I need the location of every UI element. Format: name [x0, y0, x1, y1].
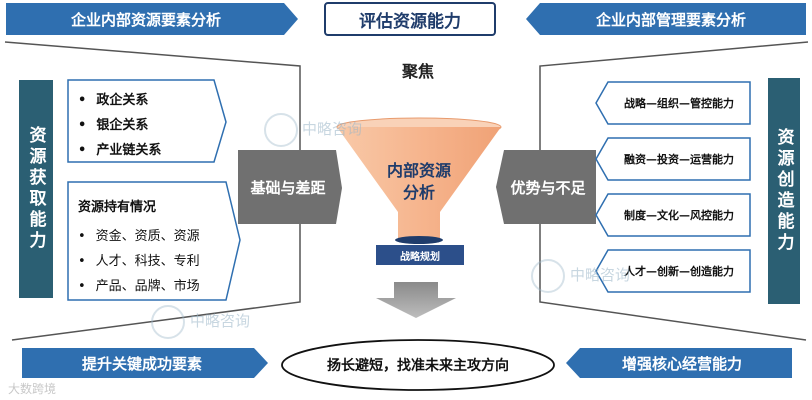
list-item: 银企关系: [78, 113, 218, 138]
header-left-label: 企业内部资源要素分析: [70, 10, 221, 29]
capability-item: 制度—文化—风控能力: [624, 209, 734, 222]
right-vertical-bar: [768, 78, 800, 304]
watermark-logo-icon: [531, 259, 565, 293]
funnel-label: 内部资源 分析: [369, 160, 469, 204]
funnel-label-line-2: 分析: [402, 183, 435, 202]
holding-title: 资源持有情况: [78, 200, 157, 215]
funnel-base: [395, 236, 443, 244]
list-item: 资金、资质、资源: [78, 224, 228, 249]
header-center-title: 评估资源能力: [324, 2, 496, 36]
funnel-label-line-1: 内部资源: [386, 161, 451, 180]
left-vertical-bar: [19, 80, 53, 298]
strategy-box: 战略规划: [376, 245, 464, 265]
header-right-banner: [526, 3, 806, 35]
right-gray-arrow: [496, 150, 596, 224]
list-item: 人才、科技、专利: [78, 249, 228, 274]
watermark-text: 中略咨询: [570, 266, 631, 284]
bottom-right-banner: [566, 348, 792, 378]
left-arrow-label: 基础与差距: [250, 178, 326, 197]
right-vertical-label: 资源创造能力: [773, 128, 794, 254]
funnel-body: [337, 127, 501, 238]
corner-watermark: 大数跨境: [8, 382, 57, 396]
bottom-left-label: 提升关键成功要素: [81, 354, 202, 373]
list-item: 产业链关系: [78, 138, 218, 163]
watermark-logo-icon: [151, 305, 185, 339]
relations-list: 政企关系 银企关系 产业链关系: [78, 88, 218, 163]
down-gray-arrow: [376, 282, 456, 318]
bottom-right-label: 增强核心经营能力: [621, 354, 742, 373]
header-right-label: 企业内部管理要素分析: [595, 10, 746, 29]
capability-box-4: [595, 249, 751, 293]
watermark-logo-icon: [264, 113, 298, 147]
capability-item: 融资—投资—运营能力: [624, 153, 734, 166]
bottom-left-banner: [22, 348, 268, 378]
capability-item: 战略—组织—管控能力: [624, 97, 734, 110]
capability-item: 人才—创新—创造能力: [624, 265, 734, 278]
capability-box-1: [595, 81, 751, 125]
capability-box-3: [595, 193, 751, 237]
list-item: 产品、品牌、市场: [78, 274, 228, 299]
holding-list: 资金、资质、资源 人才、科技、专利 产品、品牌、市场: [78, 224, 228, 299]
watermark-text: 中略咨询: [190, 312, 251, 330]
left-gray-arrow: [238, 150, 342, 224]
right-arrow-label: 优势与不足: [510, 178, 586, 197]
bottom-ellipse-shape: [281, 339, 555, 391]
header-left-banner: [6, 3, 298, 35]
capability-box-2: [595, 137, 751, 181]
left-vertical-label: 资源获取能力: [25, 126, 46, 252]
list-item: 政企关系: [78, 88, 218, 113]
bottom-center-label: 扬长避短，找准未来主攻方向: [327, 358, 509, 374]
focus-label: 聚焦: [402, 62, 435, 81]
watermark-text: 中略咨询: [302, 120, 363, 138]
